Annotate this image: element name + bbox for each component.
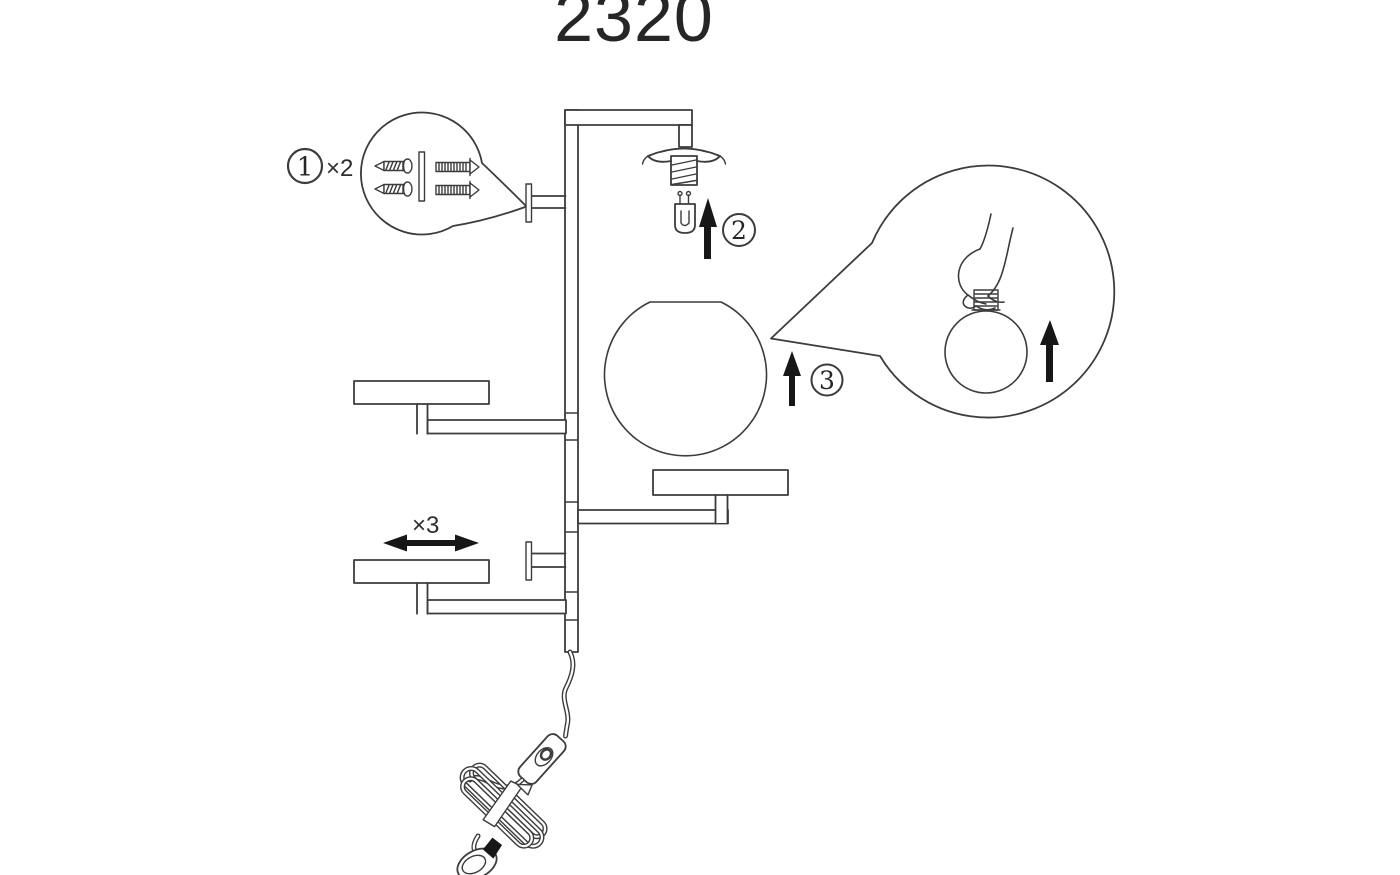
swivel-annotation: ×3 <box>383 512 479 552</box>
screws-callout: 1 ×2 <box>286 111 528 236</box>
step3-label: 3 <box>810 363 844 397</box>
hand-callout <box>770 164 1116 419</box>
halogen-bulb-icon <box>674 190 696 234</box>
top-arm <box>564 109 693 126</box>
hand-icon <box>957 213 1014 311</box>
power-plug <box>456 837 503 875</box>
middle-right-shelf <box>577 469 789 525</box>
cord-tie <box>482 780 533 828</box>
step3-arrow-icon <box>783 351 801 406</box>
cord-coil <box>459 762 548 849</box>
shelf-arm <box>426 419 567 435</box>
shelf-board <box>652 469 789 496</box>
power-cord-assembly <box>456 649 576 875</box>
canopy-shade <box>641 147 727 165</box>
step3-number: 3 <box>819 366 835 395</box>
glass-globe <box>603 301 768 457</box>
shelf-arm <box>577 509 729 525</box>
socket-stem <box>678 124 693 148</box>
step1-label: 1 ×2 <box>286 147 353 185</box>
step1-quantity: ×2 <box>326 155 353 182</box>
shelf-post <box>714 494 729 525</box>
page-title: 2320 <box>554 0 714 56</box>
anchor-bar-icon <box>418 151 426 202</box>
shelf-board <box>353 380 490 405</box>
socket-body <box>670 155 698 186</box>
upper-left-shelf <box>353 380 567 435</box>
lower-left-shelf <box>353 559 567 615</box>
step2-number: 2 <box>731 216 747 245</box>
wall-bracket-bottom <box>525 541 567 581</box>
shelf-arm <box>426 599 567 615</box>
shelf-post <box>416 403 429 435</box>
step2-label: 2 <box>722 213 756 247</box>
callout-bubble <box>360 111 528 236</box>
swivel-arrow-icon <box>383 534 479 552</box>
rocker-button <box>539 748 553 761</box>
globe-bulb-icon <box>944 310 1028 394</box>
shelf-post <box>416 582 429 615</box>
shelf-board <box>353 559 490 584</box>
lamp-socket <box>641 147 727 186</box>
swivel-quantity: ×3 <box>412 512 439 539</box>
wall-bracket-top <box>525 183 567 223</box>
callout-bubble <box>770 164 1116 419</box>
step2-arrow-icon <box>699 198 717 259</box>
bubble-arrow-icon <box>1040 320 1059 382</box>
pole-joints <box>564 412 579 621</box>
step1-number: 1 <box>297 153 314 183</box>
socket-threads <box>671 159 697 186</box>
